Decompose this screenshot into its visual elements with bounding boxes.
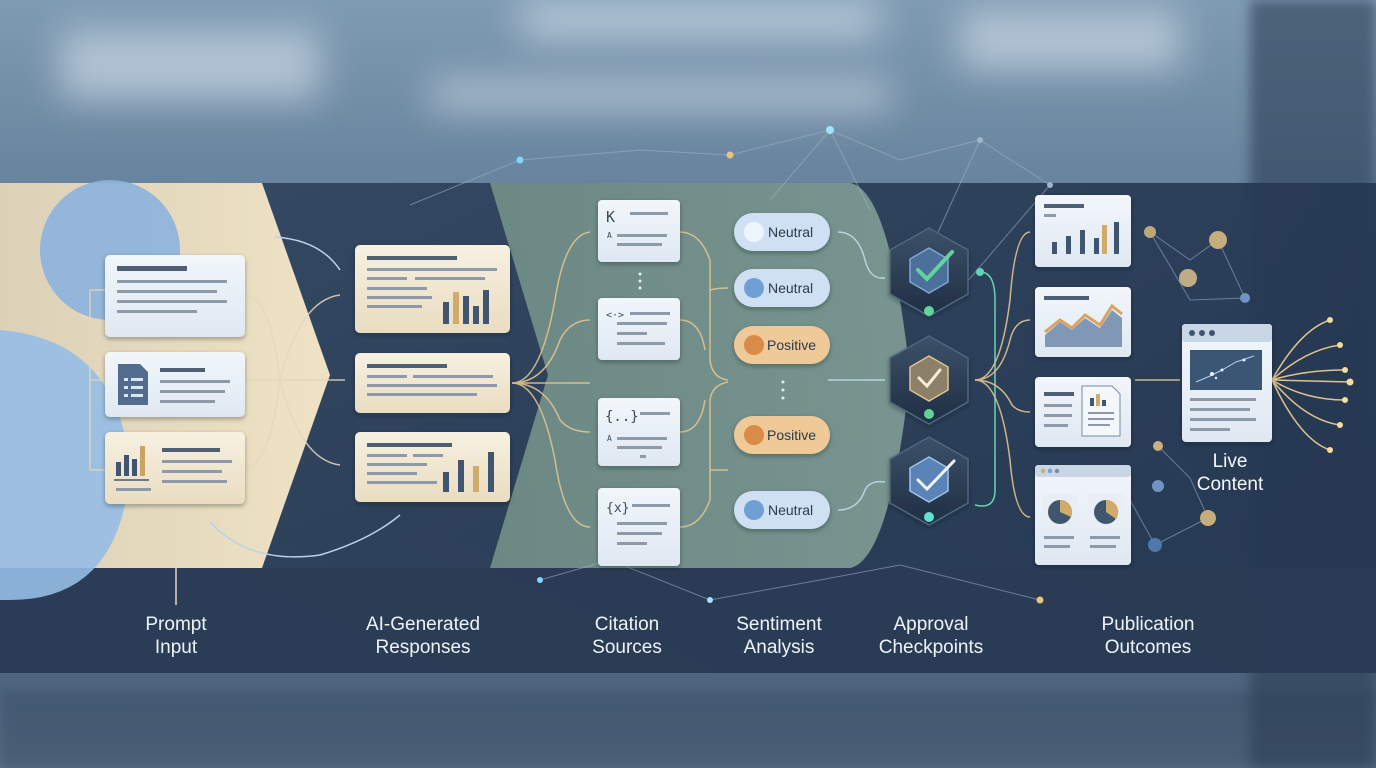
citation-card: {..} A — [598, 398, 680, 466]
live-content-label: Content — [1197, 474, 1264, 495]
network-lines — [409, 129, 1246, 601]
stage-label-approval-checkpoints: Approval Checkpoints — [879, 614, 984, 658]
response-card-2 — [355, 353, 510, 413]
bar-chart-icon — [1052, 222, 1119, 254]
svg-text:K: K — [606, 208, 615, 226]
stage-label-sentiment-analysis: Sentiment Analysis — [736, 614, 822, 658]
svg-text:Prompt: Prompt — [145, 614, 207, 635]
label-strip — [0, 568, 1376, 673]
svg-text:Checkpoints: Checkpoints — [879, 637, 984, 658]
publication-card-area-chart — [1035, 287, 1131, 357]
pie-chart-icon — [1048, 499, 1073, 524]
publication-card-browser — [1035, 465, 1131, 565]
area-chart-icon — [1044, 303, 1123, 347]
response-card-1 — [355, 245, 510, 333]
check-shield-icon — [909, 247, 954, 294]
svg-text:Neutral: Neutral — [768, 224, 813, 240]
svg-text:Analysis: Analysis — [744, 637, 815, 658]
svg-text:A: A — [607, 231, 612, 240]
bar-chart-icon — [443, 290, 489, 324]
bar-chart-icon — [443, 452, 494, 492]
svg-text:Input: Input — [155, 637, 198, 658]
svg-text:AI-Generated: AI-Generated — [366, 614, 480, 635]
svg-text:{..}: {..} — [605, 409, 639, 425]
connector-dot — [976, 268, 984, 276]
ellipsis — [638, 272, 785, 400]
stage-label-publication-outcomes: Publication Outcomes — [1102, 614, 1195, 658]
svg-text:Responses: Responses — [375, 637, 470, 658]
blue-bubble-bottom — [0, 330, 130, 600]
response-card-3 — [355, 432, 510, 502]
flow-connectors — [89, 231, 1351, 605]
document-icon — [118, 364, 148, 405]
check-shield-icon — [909, 355, 949, 402]
svg-text:Neutral: Neutral — [768, 502, 813, 518]
prompt-card-chart — [105, 432, 245, 504]
svg-text:Neutral: Neutral — [768, 280, 813, 296]
approval-checkpoint — [889, 335, 969, 425]
ray-nodes — [1327, 317, 1354, 453]
live-content-card — [1182, 324, 1272, 442]
live-content-label: Live — [1213, 451, 1248, 472]
bar-chart-icon — [114, 446, 149, 481]
sentiment-pill-neutral: Neutral — [734, 213, 830, 251]
prompt-card-document — [105, 352, 245, 417]
svg-text:Outcomes: Outcomes — [1105, 637, 1192, 658]
stage-label-citation-sources: Citation Sources — [592, 614, 662, 658]
sentiment-pill-positive: Positive — [734, 416, 830, 454]
citation-card: {x} — [598, 488, 680, 566]
approval-checkpoint — [889, 436, 969, 526]
sentiment-pill-positive: Positive — [734, 326, 830, 364]
svg-text:Citation: Citation — [595, 614, 659, 635]
sentiment-pill-neutral: Neutral — [734, 491, 830, 529]
stage-label-ai-generated-responses: AI-Generated Responses — [366, 614, 480, 658]
svg-text:Sources: Sources — [592, 637, 662, 658]
prompt-card-text — [105, 255, 245, 337]
svg-text:<·>: <·> — [606, 310, 624, 321]
pie-chart-icon — [1094, 499, 1119, 524]
stage-label-prompt-input: Prompt Input — [145, 614, 207, 658]
svg-text:Approval: Approval — [894, 614, 969, 635]
svg-text:{x}: {x} — [606, 501, 629, 516]
svg-text:Positive: Positive — [767, 337, 816, 353]
network-nodes — [516, 126, 1250, 604]
citation-card: K A — [598, 200, 680, 262]
citation-card: <·> — [598, 298, 680, 360]
publication-card-bar-chart — [1035, 195, 1131, 267]
browser-window-icon — [1035, 465, 1131, 477]
svg-text:Sentiment: Sentiment — [736, 614, 822, 635]
publication-card-document — [1035, 377, 1131, 447]
approval-checkpoint — [889, 227, 969, 317]
sentiment-pill-neutral: Neutral — [734, 269, 830, 307]
svg-text:A: A — [607, 434, 612, 443]
check-shield-icon — [909, 456, 956, 503]
svg-text:Positive: Positive — [767, 427, 816, 443]
document-icon — [1081, 385, 1121, 437]
browser-window-icon — [1182, 324, 1272, 342]
svg-text:Publication: Publication — [1102, 614, 1195, 635]
